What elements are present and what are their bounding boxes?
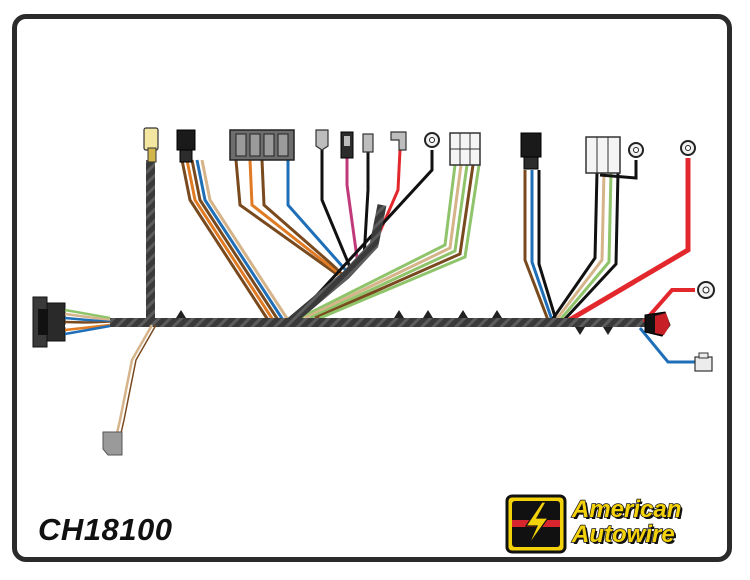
- brand-name-line2: Autowire: [571, 521, 675, 548]
- diagonal-branch-loom: [287, 204, 387, 326]
- spade-terminal-mid-1: [315, 129, 329, 151]
- pigtail-connector: [102, 431, 123, 456]
- ring-terminal-lower-right: [697, 281, 715, 299]
- main-connector-left: [32, 296, 66, 348]
- brand-logo-icon: [505, 494, 567, 554]
- pigtail-wire: [113, 324, 157, 443]
- vertical-branch-loom: [146, 160, 155, 323]
- spade-terminal-mid-4: [390, 131, 407, 151]
- brand-name: American Autowire: [571, 496, 732, 548]
- loom-clip-markers: [176, 310, 613, 335]
- main-connector-wires: [64, 308, 111, 336]
- wire-loom: [110, 160, 650, 327]
- multiplug-connector: [229, 129, 295, 161]
- ring-terminal-top-mid: [424, 132, 440, 148]
- ring-terminal-top-right-2: [680, 140, 696, 156]
- spade-terminal-mid-2: [340, 131, 354, 159]
- connector-2pin-black-right: [520, 132, 542, 170]
- white-plug-top-right: [585, 136, 621, 174]
- wire-group-right-plug: [294, 150, 481, 320]
- ring-terminal-top-right-1: [628, 142, 644, 158]
- part-number-label: CH18100: [38, 512, 173, 547]
- wire-group-left: [180, 159, 290, 321]
- wire-group-lower-right: [637, 288, 695, 368]
- spade-terminal-mid-3: [362, 133, 374, 153]
- diagram-frame: [12, 14, 732, 562]
- main-trunk-loom: [110, 318, 650, 327]
- boot-grommet: [644, 311, 671, 337]
- plug-lower-right: [694, 352, 713, 372]
- connector-2pin-black: [176, 129, 196, 163]
- white-plug-top-mid: [449, 132, 481, 166]
- wire-group-right-side: [523, 158, 691, 325]
- brand-name-line1: American: [571, 496, 682, 523]
- wire-group-multiplug: [234, 159, 352, 277]
- spade-terminal-top-left: [143, 127, 159, 163]
